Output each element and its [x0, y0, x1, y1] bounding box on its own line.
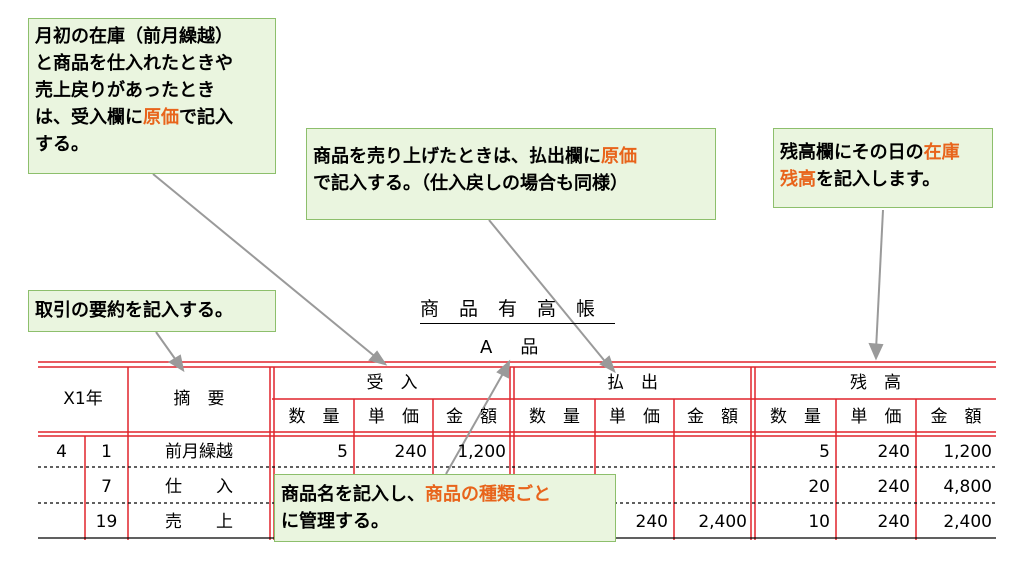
- header-in-amount: 金 額: [446, 407, 497, 427]
- header-out-price: 単 価: [609, 407, 660, 427]
- header-receipts: 受 入: [366, 373, 418, 393]
- callout-line: 取引の要約を記入する。: [35, 300, 233, 321]
- highlight-balance: 残高: [780, 169, 816, 190]
- callout-line: 残高を記入します。: [780, 169, 941, 190]
- row2-summary: 仕 入: [165, 477, 233, 497]
- row1-bal-qty: 5: [819, 442, 830, 462]
- header-balance: 残 高: [850, 373, 901, 393]
- callout-line: 月初の在庫（前月繰越）: [35, 26, 233, 47]
- header-summary: 摘 要: [173, 389, 225, 409]
- callout-line: に管理する。: [281, 511, 389, 532]
- arrow-opening: [152, 173, 379, 360]
- callout-line: 商品名を記入し、商品の種類ごと: [281, 484, 551, 505]
- callout-line: 商品を売り上げたときは、払出欄に原価: [313, 146, 637, 167]
- highlight-cost: 原価: [143, 107, 179, 128]
- callout-line: する。: [35, 134, 89, 155]
- row1-in-qty: 5: [337, 442, 348, 462]
- highlight-cost: 原価: [601, 146, 637, 167]
- row3-bal-qty: 10: [808, 512, 830, 532]
- row1-in-amount: 1,200: [457, 442, 506, 462]
- callout-summary: 取引の要約を記入する。: [28, 290, 276, 332]
- highlight-item-type: 商品の種類ごと: [425, 484, 551, 505]
- callout-line: で記入する。（仕入戻しの場合も同様）: [313, 173, 628, 194]
- row2-bal-qty: 20: [808, 477, 830, 497]
- callout-line: は、受入欄に原価で記入: [35, 107, 233, 128]
- ledger-title: 商品有高帳: [420, 296, 616, 324]
- header-year: X1年: [63, 389, 103, 409]
- row1-bal-price: 240: [877, 442, 910, 462]
- row2-bal-amount: 4,800: [943, 477, 992, 497]
- row2-bal-price: 240: [877, 477, 910, 497]
- header-bal-qty: 数 量: [770, 407, 821, 427]
- callout-opening-inventory: 月初の在庫（前月繰越） と商品を仕入れたときや 売上戻りがあったとき は、受入欄…: [28, 18, 276, 174]
- header-bal-price: 単 価: [850, 407, 902, 427]
- item-name: A品: [480, 337, 567, 358]
- callout-balance: 残高欄にその日の在庫 残高を記入します。: [773, 128, 993, 208]
- callout-sales: 商品を売り上げたときは、払出欄に原価 で記入する。（仕入戻しの場合も同様）: [306, 128, 716, 220]
- callout-line: 残高欄にその日の在庫: [780, 142, 960, 163]
- header-out-qty: 数 量: [529, 407, 580, 427]
- row3-out-amount: 2,400: [698, 512, 747, 532]
- row3-bal-amount: 2,400: [943, 512, 992, 532]
- callout-line: と商品を仕入れたときや: [35, 53, 233, 74]
- row1-in-price: 240: [394, 442, 427, 462]
- row2-day: 7: [101, 477, 112, 497]
- header-bal-amount: 金 額: [930, 407, 982, 427]
- row3-out-price: 240: [635, 512, 668, 532]
- highlight-inventory: 在庫: [923, 142, 960, 163]
- callout-line: 売上戻りがあったとき: [35, 80, 215, 101]
- row3-summary: 売 上: [165, 512, 233, 532]
- header-payments: 払 出: [607, 373, 658, 393]
- row1-month: 4: [56, 442, 67, 462]
- arrow-sales: [488, 219, 609, 366]
- row1-summary: 前月繰越: [165, 442, 233, 462]
- arrow-balance: [875, 209, 884, 351]
- header-in-qty: 数 量: [288, 407, 340, 427]
- header-out-amount: 金 額: [687, 407, 738, 427]
- row1-bal-amount: 1,200: [943, 442, 992, 462]
- row3-bal-price: 240: [877, 512, 910, 532]
- arrow-item: [445, 369, 506, 475]
- header-in-price: 単 価: [368, 407, 419, 427]
- arrow-summary: [155, 331, 179, 364]
- callout-item-name: 商品名を記入し、商品の種類ごと に管理する。: [274, 474, 616, 542]
- row1-day: 1: [101, 442, 112, 462]
- row3-day: 19: [95, 512, 118, 532]
